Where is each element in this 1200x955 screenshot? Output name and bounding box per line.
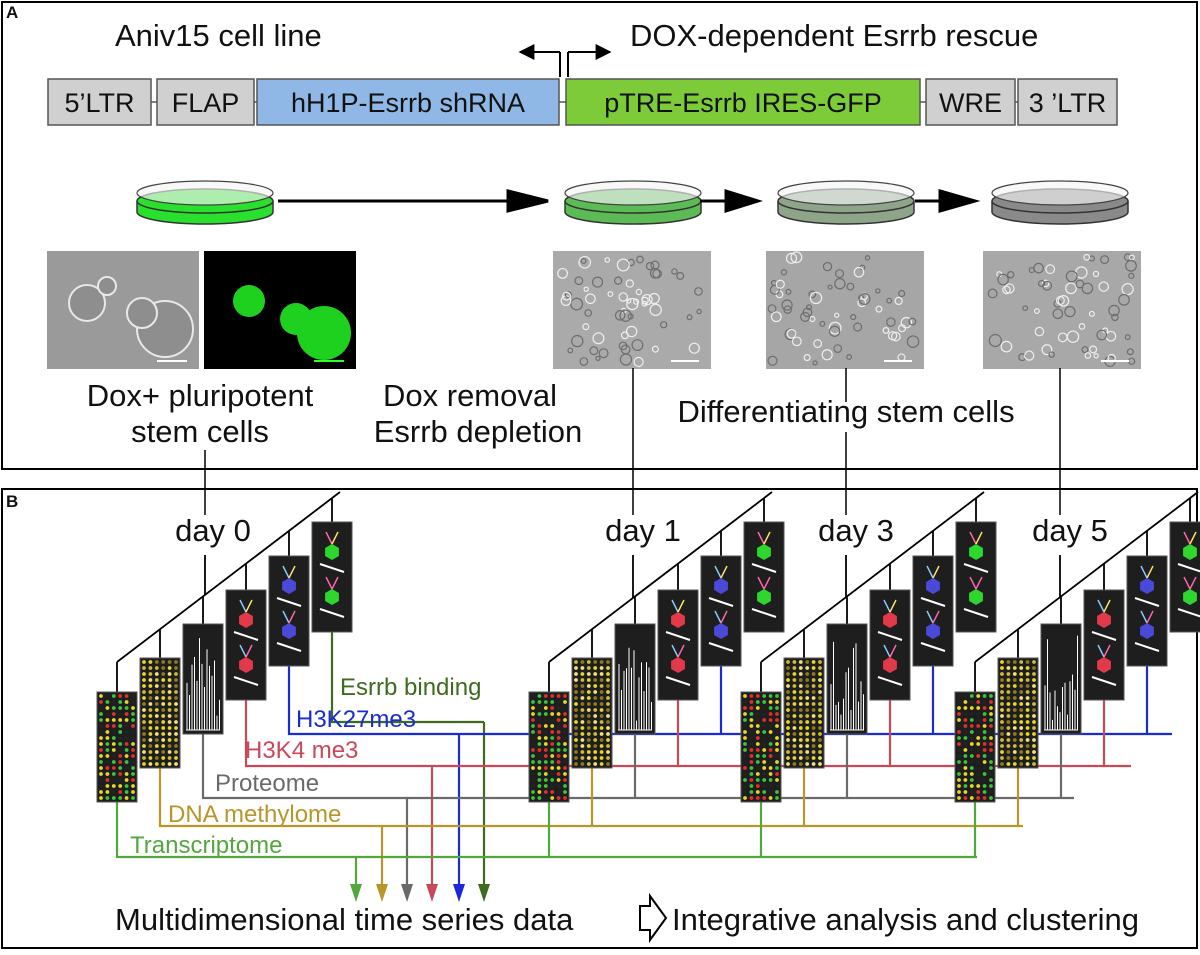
culture-dish-3 <box>991 180 1129 225</box>
rescue-label: DOX-dependent Esrrb rescue <box>630 18 1038 53</box>
micrograph-2 <box>553 251 711 369</box>
connector-lines <box>204 368 1061 515</box>
output-arrow-3 <box>401 884 413 902</box>
layer-label-0: Esrrb binding <box>340 674 481 701</box>
culture-dish-0 <box>136 180 274 225</box>
caption-pluripotent-line2: stem cells <box>131 414 269 449</box>
layer-label-5: Transcriptome <box>130 832 282 859</box>
omics-box-h3k27me3 <box>268 555 310 667</box>
omics-box-dna-methylome <box>571 657 613 769</box>
flow-5 <box>115 802 977 885</box>
layer-label-3: Proteome <box>215 770 319 797</box>
micrograph-1 <box>204 251 356 369</box>
omics-box-dna-methylome <box>139 657 181 769</box>
construct-segment-label-4: WRE <box>939 88 1002 118</box>
day-label-3: day 5 <box>1032 513 1108 548</box>
micrograph-3 <box>766 251 924 369</box>
omics-box-proteome <box>614 623 656 735</box>
omics-box-h3k27me3 <box>1126 555 1168 667</box>
omics-box-dna-methylome <box>783 657 825 769</box>
construct-segment-label-0: 5’LTR <box>64 88 134 118</box>
analysis-label: Integrative analysis and clustering <box>672 902 1139 937</box>
culture-dish-2 <box>777 180 915 225</box>
omics-box-h3k4-me3 <box>869 589 911 701</box>
day-labels: day 0 day 1 day 3 day 5 <box>175 513 1108 548</box>
day-label-1: day 1 <box>605 513 681 548</box>
omics-group-2 <box>740 491 997 803</box>
construct-segment-label-2: hH1P-Esrrb shRNA <box>291 88 525 118</box>
omics-box-transcriptome <box>954 691 996 803</box>
omics-box-h3k4-me3 <box>1083 589 1125 701</box>
construct-segment-1 <box>156 78 255 126</box>
timeline-arrows <box>278 188 981 214</box>
vector-construct: 5’LTR FLAP hH1P-Esrrb shRNA pTRE-Esrrb IRES… <box>47 78 1118 126</box>
micrograph-0 <box>47 251 199 369</box>
panel-b-letter: B <box>6 492 18 511</box>
construct-segment-5 <box>1017 78 1118 126</box>
caption-pluripotent-line1: Dox+ pluripotent <box>87 378 314 413</box>
construct-segment-label-3: pTRE-Esrrb IRES-GFP <box>604 88 882 118</box>
construct-segment-3 <box>565 78 921 126</box>
layer-label-2: H3K4 me3 <box>245 737 358 764</box>
omics-box-transcriptome <box>740 691 782 803</box>
flow-4 <box>158 768 1023 885</box>
day-label-2: day 3 <box>818 513 894 548</box>
micrographs <box>47 251 1141 369</box>
omics-box-h3k27me3 <box>700 555 742 667</box>
omics-box-proteome <box>182 623 224 735</box>
omics-box-proteome <box>826 623 868 735</box>
layer-label-1: H3K27me3 <box>296 706 416 733</box>
output-arrow-0 <box>478 884 490 902</box>
layer-label-4: DNA methylome <box>168 801 341 828</box>
omics-group-0 <box>96 491 353 803</box>
omics-box-transcriptome <box>96 691 138 803</box>
omics-box-esrrb-binding <box>311 521 353 633</box>
omics-group-1 <box>528 491 785 803</box>
output-arrow-4 <box>376 884 388 902</box>
hollow-arrow-icon <box>639 892 668 944</box>
output-arrows <box>350 884 490 902</box>
omics-box-h3k4-me3 <box>657 589 699 701</box>
panel-a-letter: A <box>6 3 18 22</box>
omics-box-esrrb-binding <box>1169 521 1200 633</box>
omics-box-proteome <box>1040 623 1082 735</box>
omics-box-transcriptome <box>528 691 570 803</box>
bidirectional-promoter-icon <box>518 44 612 77</box>
omics-box-h3k4-me3 <box>225 589 267 701</box>
panel-b-frame <box>1 488 1198 949</box>
construct-segment-2 <box>256 78 560 126</box>
output-label: Multidimensional time series data <box>115 902 574 937</box>
omics-box-esrrb-binding <box>743 521 785 633</box>
omics-box-esrrb-binding <box>955 521 997 633</box>
culture-dish-1 <box>564 180 702 225</box>
omics-stacks <box>96 491 1200 803</box>
output-arrow-5 <box>350 884 362 902</box>
day-label-0: day 0 <box>175 513 251 548</box>
construct-segment-label-1: FLAP <box>172 88 240 118</box>
construct-segment-label-5: 3 ’LTR <box>1029 88 1107 118</box>
construct-segment-4 <box>925 78 1016 126</box>
micrograph-4 <box>983 251 1141 369</box>
caption-removal-line2: Esrrb depletion <box>374 414 583 449</box>
omics-group-3 <box>954 491 1200 803</box>
omics-box-h3k27me3 <box>912 555 954 667</box>
caption-removal-line1: Dox removal <box>383 378 557 413</box>
output-arrow-1 <box>453 884 465 902</box>
omics-box-dna-methylome <box>997 657 1039 769</box>
panel-a-frame <box>1 1 1198 470</box>
cell-line-label: Aniv15 cell line <box>115 18 322 53</box>
culture-dishes <box>136 180 1129 225</box>
output-arrow-2 <box>426 884 438 902</box>
